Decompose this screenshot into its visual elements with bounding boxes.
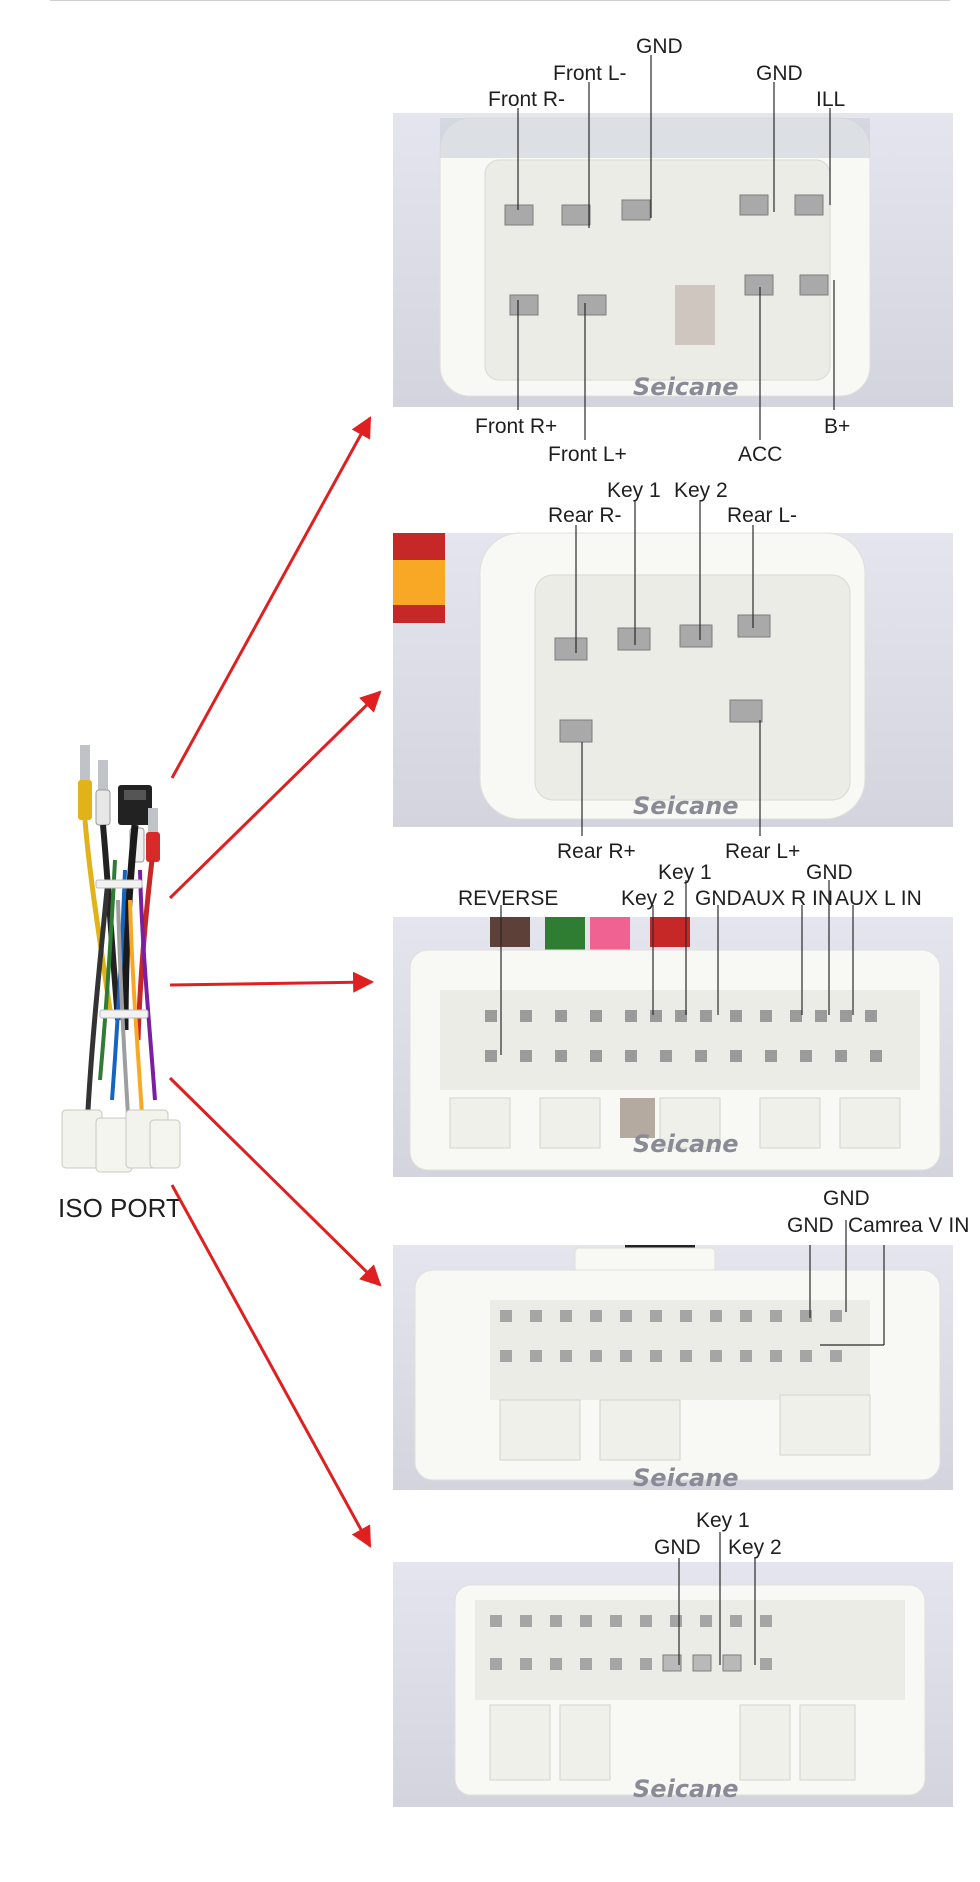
leader-lines-5 xyxy=(678,1532,756,1665)
label-rear-l-minus: Rear L- xyxy=(727,504,797,527)
leader-lines-3 xyxy=(500,880,854,1055)
label-b-plus: B+ xyxy=(824,415,850,438)
leader-lines-4 xyxy=(809,1220,885,1346)
connector-photo-2: Seicane xyxy=(393,532,953,827)
arrows xyxy=(168,416,382,1548)
connector-photo-1: Seicane xyxy=(393,113,953,407)
iso-port-label: ISO PORT xyxy=(58,1193,182,1223)
seicane-watermark: Seicane xyxy=(633,1775,739,1803)
seicane-watermark: Seicane xyxy=(633,1464,739,1492)
label-acc: ACC xyxy=(738,443,782,466)
label-front-r-minus: Front R- xyxy=(488,88,565,111)
label-rear-l-plus: Rear L+ xyxy=(725,840,800,863)
arrow-to-connector-3 xyxy=(169,971,375,993)
connector-photo-5: Seicane xyxy=(393,1562,953,1807)
arrow-to-connector-2 xyxy=(168,690,382,900)
arrow-to-connector-5 xyxy=(170,1184,372,1548)
label-ill: ILL xyxy=(816,88,845,111)
label-aux-r-in: AUX R IN xyxy=(742,887,833,910)
harness-image xyxy=(61,745,181,1173)
label-gnd: GND xyxy=(695,887,742,910)
label-key-2: Key 2 xyxy=(674,479,728,502)
label-key-1: Key 1 xyxy=(607,479,661,502)
label-camrea-v-in: Camrea V IN xyxy=(848,1214,969,1237)
label-key-1: Key 1 xyxy=(696,1509,750,1532)
label-front-r-plus: Front R+ xyxy=(475,415,557,438)
label-gnd: GND xyxy=(806,861,853,884)
label-gnd: GND xyxy=(756,62,803,85)
seicane-watermark: Seicane xyxy=(633,373,739,401)
connector-photo-3: Seicane xyxy=(393,917,953,1177)
label-gnd: GND xyxy=(654,1536,701,1559)
label-aux-l-in: AUX L IN xyxy=(835,887,922,910)
label-rear-r-plus: Rear R+ xyxy=(557,840,636,863)
seicane-watermark: Seicane xyxy=(633,1130,739,1158)
label-front-l-minus: Front L- xyxy=(553,62,627,85)
label-gnd: GND xyxy=(636,35,683,58)
label-key-2: Key 2 xyxy=(728,1536,782,1559)
connector-photo-4: Seicane xyxy=(393,1245,953,1492)
label-rear-r-minus: Rear R- xyxy=(548,504,622,527)
label-key-1: Key 1 xyxy=(658,861,712,884)
seicane-watermark: Seicane xyxy=(633,792,739,820)
label-reverse: REVERSE xyxy=(458,887,558,910)
top-divider xyxy=(50,0,950,1)
label-front-l-plus: Front L+ xyxy=(548,443,627,466)
leader-lines-1 xyxy=(517,55,835,440)
label-key-2: Key 2 xyxy=(621,887,675,910)
arrow-to-connector-1 xyxy=(170,416,372,779)
arrow-to-connector-4 xyxy=(168,1076,382,1287)
label-gnd: GND xyxy=(787,1214,834,1237)
label-gnd: GND xyxy=(823,1187,870,1210)
leader-lines-2 xyxy=(575,500,761,836)
